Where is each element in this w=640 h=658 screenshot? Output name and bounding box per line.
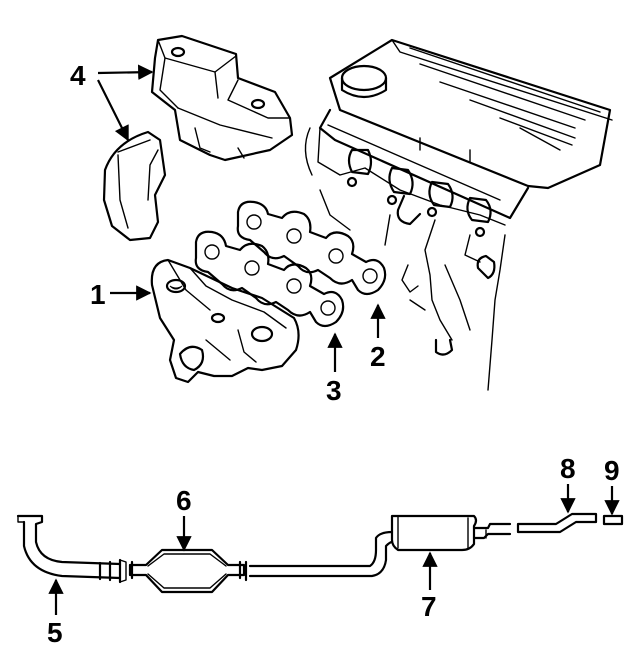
callout-4: 4 (70, 60, 86, 91)
heat-shield-lower (102, 130, 167, 242)
tail-pipe-tip (602, 514, 624, 526)
callout-2: 2 (370, 341, 386, 372)
catalytic-converter (128, 548, 248, 594)
heat-shield-upper (150, 34, 294, 162)
manifold-gasket-3 (194, 230, 345, 328)
front-pipe (16, 514, 127, 584)
callout-6: 6 (176, 485, 192, 516)
intermediate-pipe-and-muffler (248, 514, 512, 578)
callout-9: 9 (604, 455, 620, 486)
manifold-gasket-2 (236, 200, 387, 296)
callout-3: 3 (326, 375, 342, 406)
callout-1: 1 (90, 279, 106, 310)
engine-block (304, 38, 613, 391)
exhaust-manifold (150, 258, 300, 384)
tail-pipe (516, 512, 598, 534)
callout-5: 5 (47, 617, 63, 648)
leader-lines (48, 64, 620, 615)
callout-8: 8 (560, 453, 576, 484)
callout-7: 7 (421, 591, 437, 622)
